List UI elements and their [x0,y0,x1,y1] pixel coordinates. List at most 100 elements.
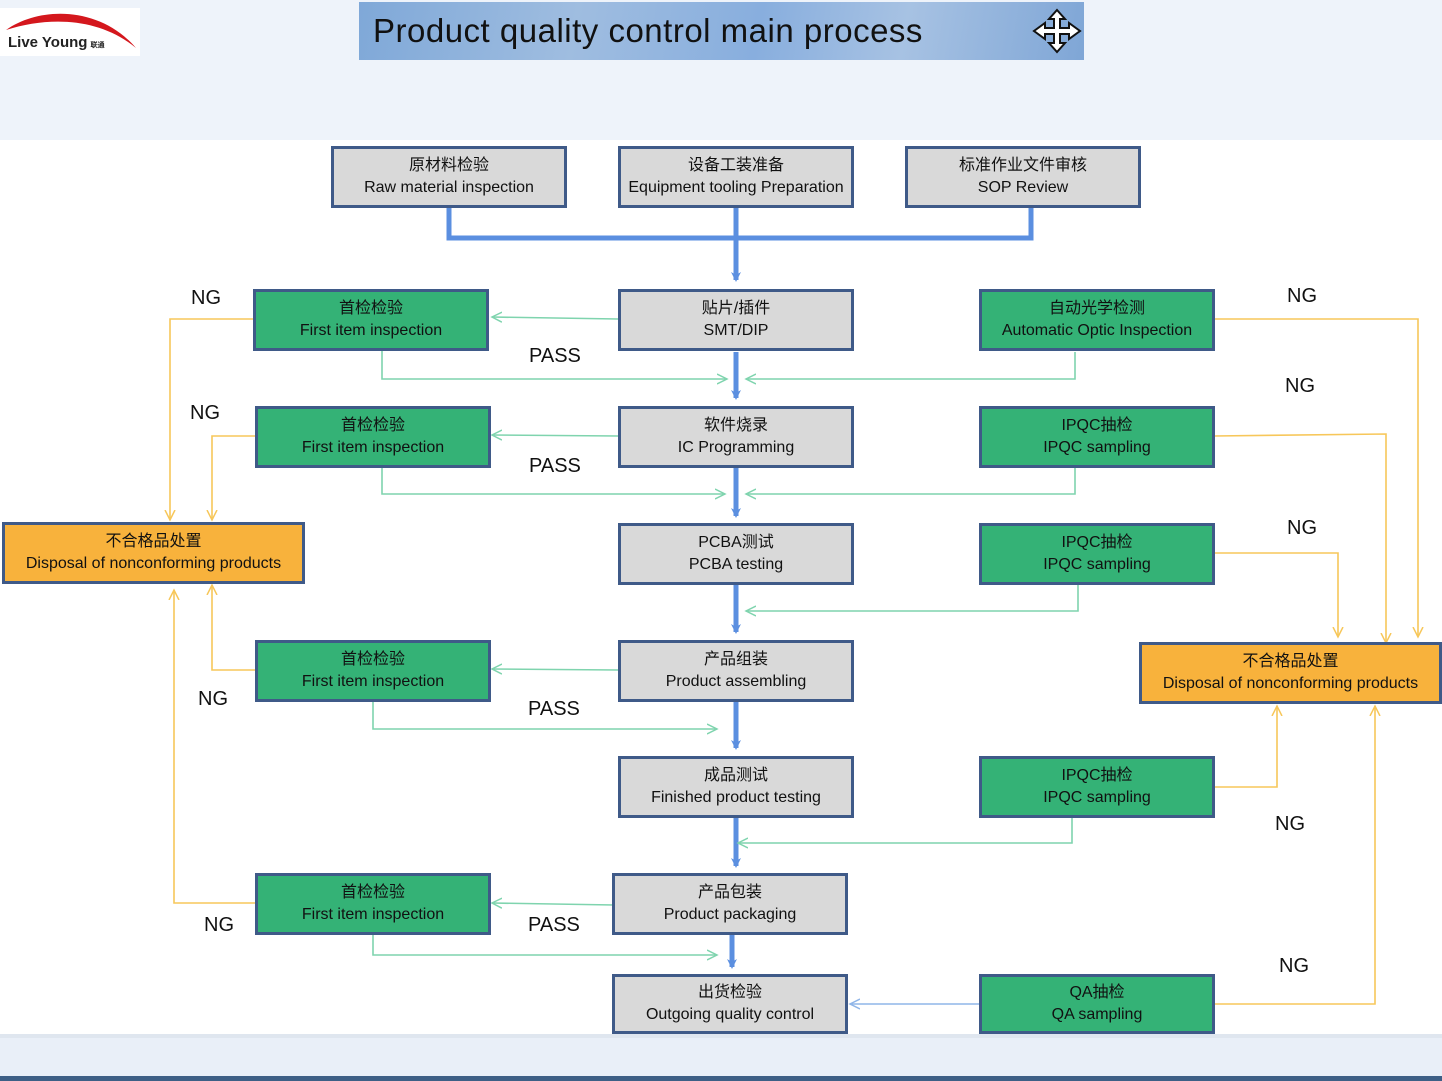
node-product-packaging: 产品包装 Product packaging [612,873,848,935]
node-en: First item inspection [301,673,445,690]
node-cn: 产品组装 [703,651,768,668]
node-cn: 首检检验 [338,300,403,317]
node-outgoing-quality-control: 出货检验 Outgoing quality control [612,974,848,1034]
node-en: Outgoing quality control [645,1006,815,1023]
node-en: IC Programming [677,439,795,456]
node-sop-review: 标准作业文件审核 SOP Review [905,146,1141,208]
fi4-ng [174,590,256,904]
node-en: Finished product testing [651,789,821,806]
node-pcba-testing: PCBA测试 PCBA testing [618,523,854,585]
node-en: QA sampling [1051,1006,1143,1023]
aoi-ng [1214,318,1418,637]
node-en: Product packaging [663,906,797,923]
ng-label: NG [1287,285,1317,307]
ng-label: NG [1285,375,1315,397]
node-qa-sampling: QA抽检 QA sampling [979,974,1215,1034]
ipqc2-return [746,585,1079,611]
node-ipqc-sampling-3: IPQC抽检 IPQC sampling [979,756,1215,818]
node-cn: 首检检验 [340,651,405,668]
node-cn: IPQC抽检 [1061,534,1133,551]
logo-swoosh-icon [6,13,136,48]
node-first-item-inspection-4: 首检检验 First item inspection [255,873,491,935]
node-ipqc-sampling-2: IPQC抽检 IPQC sampling [979,523,1215,585]
node-en: Automatic Optic Inspection [1001,322,1193,339]
node-en: SOP Review [977,179,1069,196]
fi1-pass [381,350,727,379]
ipqc3-return [738,818,1073,843]
smt-to-fi1 [492,317,619,319]
fi3-ng [212,585,256,671]
ng-label: NG [198,688,228,710]
node-cn: 软件烧录 [703,417,768,434]
node-cn: 自动光学检测 [1048,300,1145,317]
ipqc1-ng [1213,433,1386,643]
node-cn: 产品包装 [697,884,762,901]
node-cn: 出货检验 [697,984,762,1001]
pass-label: PASS [529,455,581,477]
node-cn: 不合格品处置 [105,533,202,550]
ng-label: NG [204,914,234,936]
node-en: Equipment tooling Preparation [628,179,844,196]
node-cn: QA抽检 [1069,984,1125,1001]
pass-label: PASS [528,914,580,936]
node-first-item-inspection-3: 首检检验 First item inspection [255,640,491,702]
node-smt-dip: 贴片/插件 SMT/DIP [618,289,854,351]
ng-label: NG [191,287,221,309]
node-cn: 原材料检验 [408,157,489,174]
fi2-ng [212,435,256,520]
assembling-to-fi3 [492,669,619,670]
move-cursor-icon [1032,8,1082,54]
qa-ng [1214,706,1375,1005]
node-en: Raw material inspection [364,179,534,196]
node-en: IPQC sampling [1043,439,1151,456]
node-cn: 设备工装准备 [687,157,784,174]
ipqc1-return [746,468,1076,494]
node-disposal-left: 不合格品处置 Disposal of nonconforming product… [2,522,305,584]
node-cn: 首检检验 [340,884,405,901]
ic-to-fi2 [492,435,619,436]
node-cn: 贴片/插件 [701,300,771,317]
node-en: IPQC sampling [1043,556,1151,573]
node-disposal-right: 不合格品处置 Disposal of nonconforming product… [1139,642,1442,704]
ng-label: NG [190,402,220,424]
ng-label: NG [1279,955,1309,977]
ng-label: NG [1275,813,1305,835]
pass-label: PASS [528,698,580,720]
title-bar: Product quality control main process [359,2,1084,60]
node-automatic-optic-inspection: 自动光学检测 Automatic Optic Inspection [979,289,1215,351]
node-en: Disposal of nonconforming products [1162,675,1419,692]
node-finished-product-testing: 成品测试 Finished product testing [618,756,854,818]
fi2-pass [381,468,725,494]
node-equipment-tooling: 设备工装准备 Equipment tooling Preparation [618,146,854,208]
footer-line [0,1076,1442,1081]
node-en: Disposal of nonconforming products [25,555,282,572]
fi3-pass [372,702,717,729]
footer-band [0,1034,1442,1081]
packaging-to-fi4 [492,903,615,905]
node-cn: 不合格品处置 [1242,653,1339,670]
node-first-item-inspection-1: 首检检验 First item inspection [253,289,489,351]
ng-label: NG [1287,517,1317,539]
node-cn: IPQC抽检 [1061,417,1133,434]
merge-bar [446,207,1034,241]
aoi-return [746,352,1076,379]
node-en: IPQC sampling [1043,789,1151,806]
pass-label: PASS [529,345,581,367]
node-ic-programming: 软件烧录 IC Programming [618,406,854,468]
node-en: Product assembling [665,673,807,690]
node-en: First item inspection [301,439,445,456]
page-title: Product quality control main process [373,12,923,49]
node-first-item-inspection-2: 首检检验 First item inspection [255,406,491,468]
node-en: First item inspection [301,906,445,923]
node-product-assembling: 产品组装 Product assembling [618,640,854,702]
node-ipqc-sampling-1: IPQC抽检 IPQC sampling [979,406,1215,468]
node-en: PCBA testing [688,556,784,573]
fi4-pass [372,935,717,955]
node-cn: IPQC抽检 [1061,767,1133,784]
ipqc2-ng [1214,552,1338,637]
node-en: SMT/DIP [703,322,769,339]
node-cn: 成品测试 [703,767,768,784]
